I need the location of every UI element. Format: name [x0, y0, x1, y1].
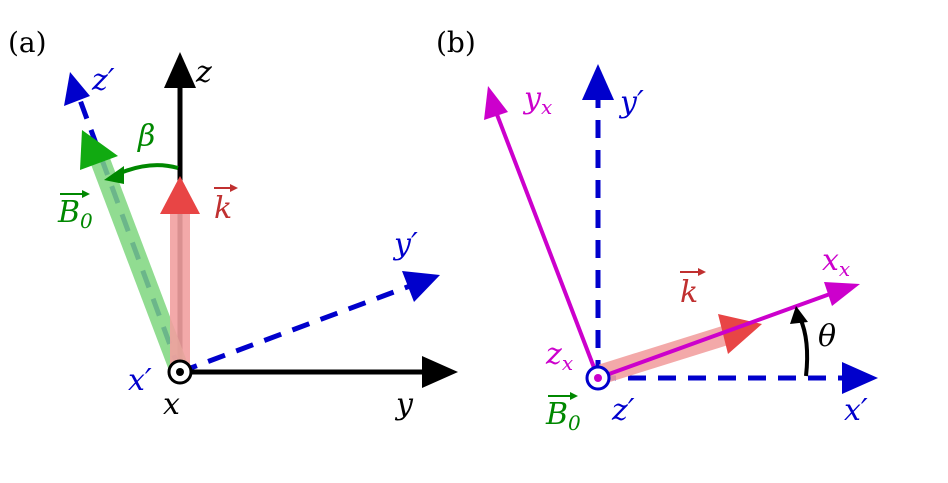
y-prime-arrowhead: [402, 271, 440, 302]
svg-text:B0: B0: [545, 397, 581, 435]
label-k-a: k: [214, 184, 238, 226]
b0-vector-head: [80, 130, 118, 170]
label-b0-base-a: B: [57, 195, 80, 230]
y-x-axis: [494, 111, 600, 379]
svg-text:B0: B0: [57, 195, 93, 233]
y-x-arrowhead: [484, 86, 508, 120]
x-out-of-page-dot: [176, 368, 184, 376]
label-k-text-a: k: [214, 191, 232, 226]
beta-arc: [117, 163, 179, 176]
label-z-x: zx: [545, 337, 573, 375]
label-k-b: k: [680, 268, 706, 310]
theta-arc: [798, 317, 810, 377]
label-z-x-sub: x: [562, 351, 573, 375]
label-x-x-sub: x: [839, 257, 850, 281]
label-k-text-b: k: [680, 275, 698, 310]
b0-vector-shaft: [90, 156, 188, 370]
panel-b: (b) y′ yx xx θ x′ zx z′: [436, 26, 878, 435]
label-z-prime-b: z′: [611, 393, 635, 428]
label-b0-sub-a: 0: [80, 209, 93, 233]
label-y: y: [394, 387, 414, 422]
label-z: z: [195, 55, 212, 90]
z-x-out-of-page-dot: [594, 374, 602, 382]
label-theta: θ: [818, 319, 836, 354]
label-x: x: [163, 387, 180, 422]
label-y-prime-b: y′: [618, 85, 644, 120]
label-y-x: yx: [522, 81, 552, 119]
panel-b-tag: (b): [436, 26, 476, 59]
label-b0-sub-b: 0: [568, 411, 581, 435]
label-b0-a: B0: [57, 190, 93, 233]
y-prime-arrowhead-b: [582, 64, 614, 100]
label-z-prime: z′: [91, 63, 115, 98]
panel-a: (a) z z′ β y′ y x x′: [8, 26, 458, 422]
k-vector-head-a: [160, 176, 200, 214]
z-prime-arrowhead: [64, 72, 90, 106]
label-y-x-base: y: [522, 81, 542, 116]
label-y-x-sub: x: [541, 95, 552, 119]
label-b0-b: B0: [545, 392, 581, 435]
label-z-x-base: z: [545, 337, 562, 372]
y-prime-axis: [179, 283, 411, 375]
beta-arc-arrowhead: [104, 166, 124, 184]
label-y-prime: y′: [392, 227, 418, 262]
label-beta: β: [137, 119, 155, 154]
label-x-x-base: x: [822, 243, 839, 278]
z-arrowhead: [164, 52, 196, 88]
panel-a-tag: (a): [8, 26, 47, 59]
x-prime-arrowhead-b: [842, 362, 878, 394]
label-x-prime-b: x′: [844, 393, 868, 428]
x-x-arrowhead: [824, 282, 860, 306]
y-arrowhead: [422, 356, 458, 388]
label-x-x: xx: [822, 243, 850, 281]
theta-arc-arrowhead: [790, 306, 808, 324]
label-x-prime: x′: [128, 363, 152, 398]
x-x-axis: [597, 292, 831, 380]
label-b0-base-b: B: [545, 397, 568, 432]
